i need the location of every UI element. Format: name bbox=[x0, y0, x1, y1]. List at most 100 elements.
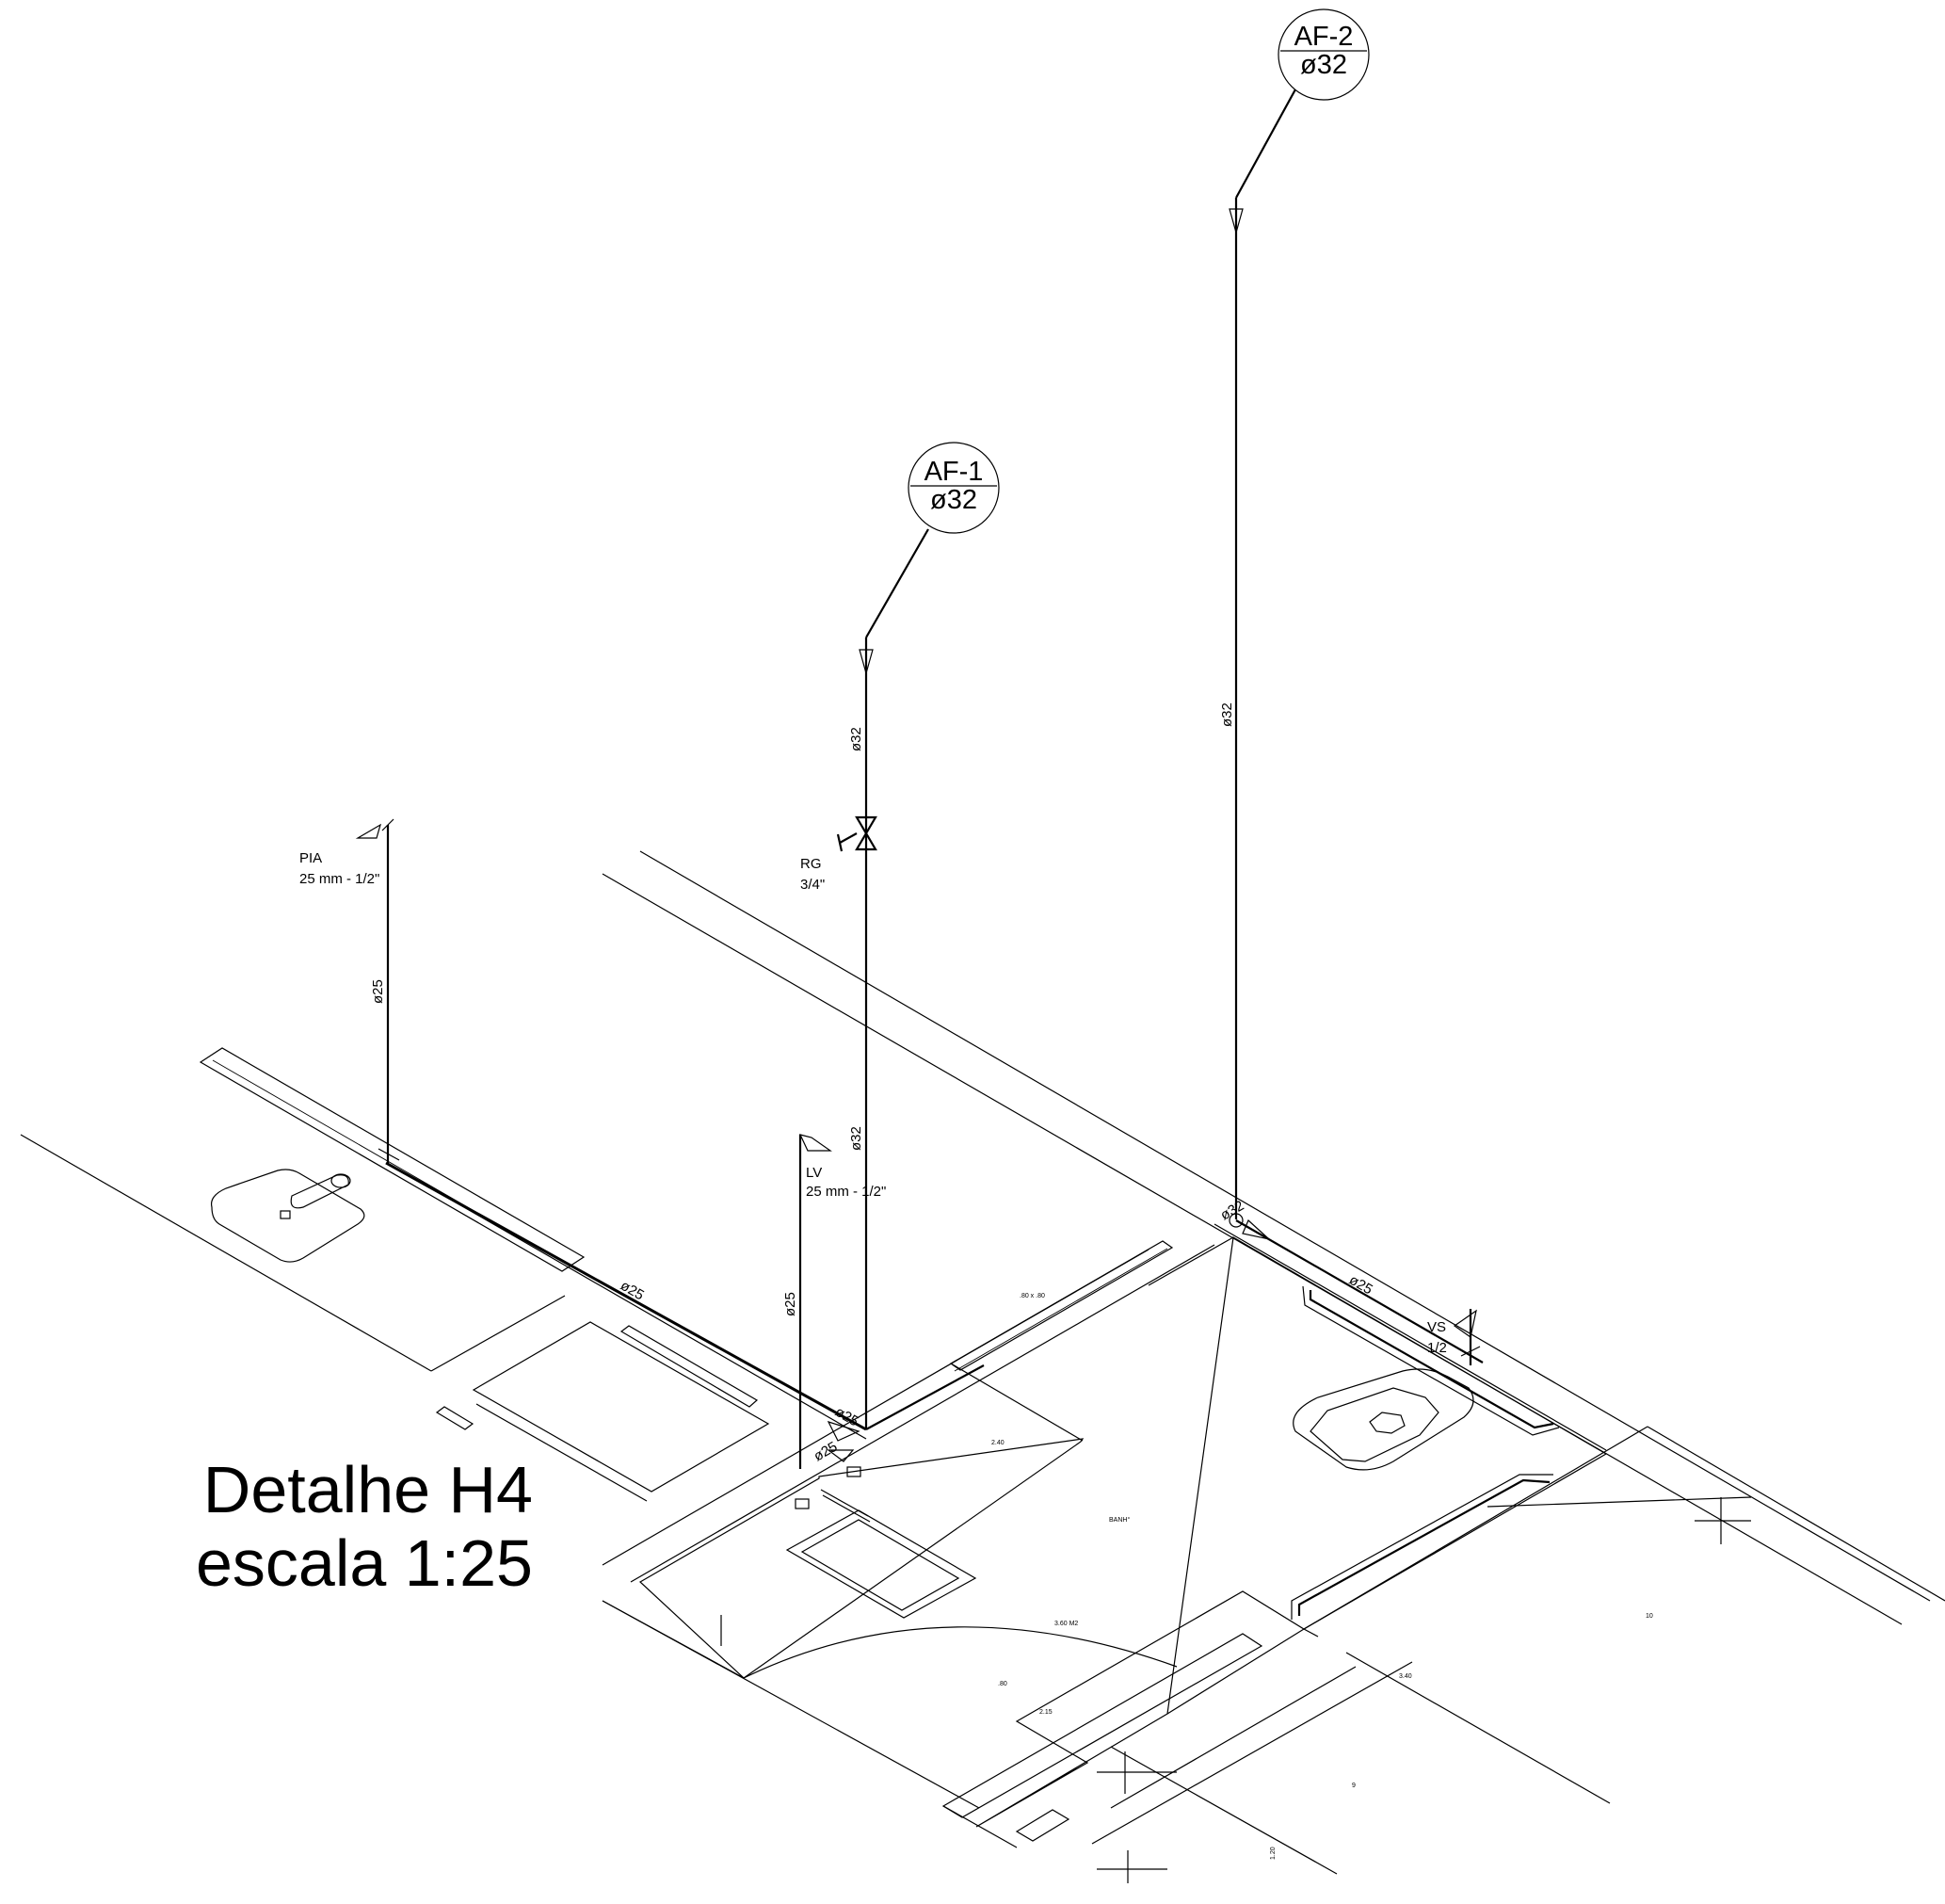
right-room-line bbox=[1303, 1628, 1319, 1638]
junction-arrow-lv bbox=[827, 1449, 855, 1462]
bathroom-wall bbox=[1148, 1236, 1234, 1286]
threshold-line bbox=[954, 1248, 1168, 1372]
plan-note: 3.40 bbox=[1399, 1673, 1412, 1680]
toilet-bowl-outer bbox=[1293, 1368, 1474, 1471]
main-run-pipe bbox=[385, 1161, 867, 1431]
detail-scale: escala 1:25 bbox=[196, 1526, 533, 1600]
af2-leader bbox=[1235, 89, 1296, 199]
grab-bar-lower-outline bbox=[1291, 1474, 1553, 1620]
wall-line bbox=[20, 1134, 432, 1372]
pia-drain bbox=[330, 1173, 351, 1188]
pia-sink-slab bbox=[210, 1169, 365, 1263]
plan-note: 2.40 bbox=[991, 1440, 1005, 1446]
pia-label: PIA bbox=[299, 850, 322, 866]
door-swing-arc bbox=[743, 1626, 1178, 1679]
plan-note: 3.60 M2 bbox=[1054, 1621, 1078, 1627]
tag-af1-circle bbox=[908, 442, 1000, 534]
floor-plan bbox=[20, 850, 1945, 1883]
af1-flow-arrow bbox=[859, 649, 874, 676]
main-run-pipe-shadow bbox=[394, 1167, 867, 1440]
door-threshold bbox=[949, 1240, 1174, 1371]
corridor-step bbox=[1015, 1809, 1070, 1842]
lv-size-label: 25 mm - 1/2" bbox=[806, 1184, 886, 1200]
drain-bar bbox=[820, 1489, 869, 1517]
survey-cross bbox=[1097, 1751, 1177, 1794]
junction-to-bathroom bbox=[865, 1364, 985, 1430]
vs-outlet-symbol bbox=[1453, 1309, 1477, 1339]
survey-cross bbox=[1695, 1497, 1751, 1544]
door-swing-wall bbox=[1166, 1628, 1305, 1715]
plan-note: 10 bbox=[1646, 1613, 1653, 1620]
survey-cross bbox=[1097, 1850, 1167, 1883]
wall-line bbox=[602, 873, 1903, 1625]
small-step bbox=[435, 1406, 474, 1430]
grab-bar-lower bbox=[1297, 1478, 1551, 1616]
drain-box-inner bbox=[800, 1519, 960, 1611]
diameter-lv-riser: ø25 bbox=[782, 1292, 798, 1316]
diameter-af1-lower: ø32 bbox=[848, 1126, 864, 1151]
drain-bar bbox=[822, 1494, 871, 1523]
tag-af1-bottom: ø32 bbox=[930, 485, 977, 515]
tag-af2-bottom: ø32 bbox=[1300, 50, 1347, 80]
plan-note: BANH° bbox=[1109, 1516, 1130, 1524]
shower-inner bbox=[619, 1325, 759, 1408]
bathroom-floor bbox=[975, 1236, 1608, 1828]
grab-bar-upper-outline bbox=[1302, 1285, 1560, 1436]
rg-valve bbox=[855, 815, 877, 851]
diameter-pia-riser: ø25 bbox=[370, 979, 386, 1004]
drain-grate bbox=[846, 1466, 861, 1477]
pia-base-tick bbox=[378, 1148, 400, 1161]
room-edge bbox=[602, 1600, 980, 1809]
water-piping bbox=[355, 89, 1484, 1469]
right-room-line bbox=[1303, 1426, 1648, 1630]
drain-grate bbox=[795, 1498, 810, 1509]
diameter-af1-upper: ø32 bbox=[848, 727, 864, 751]
pia-size-label: 25 mm - 1/2" bbox=[299, 871, 379, 887]
pia-faucet bbox=[290, 1174, 349, 1209]
tag-af2: AF-2 ø32 bbox=[1278, 8, 1370, 101]
lower-room-slab bbox=[638, 1438, 1085, 1679]
diameter-af2-riser: ø32 bbox=[1219, 702, 1235, 727]
rg-valve-handle bbox=[839, 832, 858, 844]
vs-size-label: 1/2 bbox=[1427, 1340, 1447, 1356]
rg-label: RG bbox=[800, 856, 822, 872]
right-room-line bbox=[1647, 1426, 1945, 1602]
plan-note: .80 bbox=[998, 1681, 1007, 1687]
tag-af1-top: AF-1 bbox=[924, 457, 984, 487]
right-room-line bbox=[1110, 1666, 1357, 1809]
junction-arrow bbox=[827, 1421, 860, 1442]
room-edge bbox=[950, 1363, 1084, 1442]
drain-box-outer bbox=[785, 1509, 977, 1619]
lv-outlet-symbol bbox=[798, 1134, 832, 1152]
plan-note: 1.20 bbox=[1270, 1847, 1277, 1860]
right-room-line bbox=[1345, 1652, 1611, 1804]
counter-strip bbox=[199, 1047, 586, 1272]
vs-label: VS bbox=[1427, 1319, 1446, 1335]
toilet-seat bbox=[1369, 1412, 1406, 1434]
plan-note: 2.15 bbox=[1039, 1709, 1053, 1716]
wall-line bbox=[430, 1295, 566, 1372]
rg-valve-handle-cap bbox=[836, 833, 844, 852]
right-room-line bbox=[1110, 1746, 1338, 1875]
pia-outlet-symbol bbox=[355, 823, 381, 839]
shower-edge bbox=[475, 1403, 648, 1502]
tag-af2-circle bbox=[1278, 8, 1370, 101]
af1-leader bbox=[865, 528, 929, 638]
pia-tick bbox=[381, 818, 394, 831]
floor-line bbox=[630, 1244, 1215, 1583]
shower-box bbox=[472, 1321, 770, 1493]
right-room-line bbox=[1487, 1496, 1752, 1508]
af2-elbow bbox=[1229, 1213, 1244, 1228]
corridor-line bbox=[942, 1805, 1018, 1848]
af2-flow-arrow bbox=[1229, 208, 1244, 235]
vs-run-arrow bbox=[1242, 1218, 1272, 1241]
tag-af2-top: AF-2 bbox=[1294, 22, 1354, 52]
grab-bar-upper bbox=[1309, 1290, 1554, 1429]
plan-note: 9 bbox=[1352, 1783, 1356, 1789]
plan-note: .80 x .80 bbox=[1020, 1293, 1045, 1299]
rg-size-label: 3/4" bbox=[800, 877, 825, 893]
vs-tick bbox=[1460, 1346, 1481, 1357]
diameter-main-run: ø25 bbox=[618, 1278, 647, 1304]
bathroom-wall bbox=[1214, 1223, 1607, 1451]
